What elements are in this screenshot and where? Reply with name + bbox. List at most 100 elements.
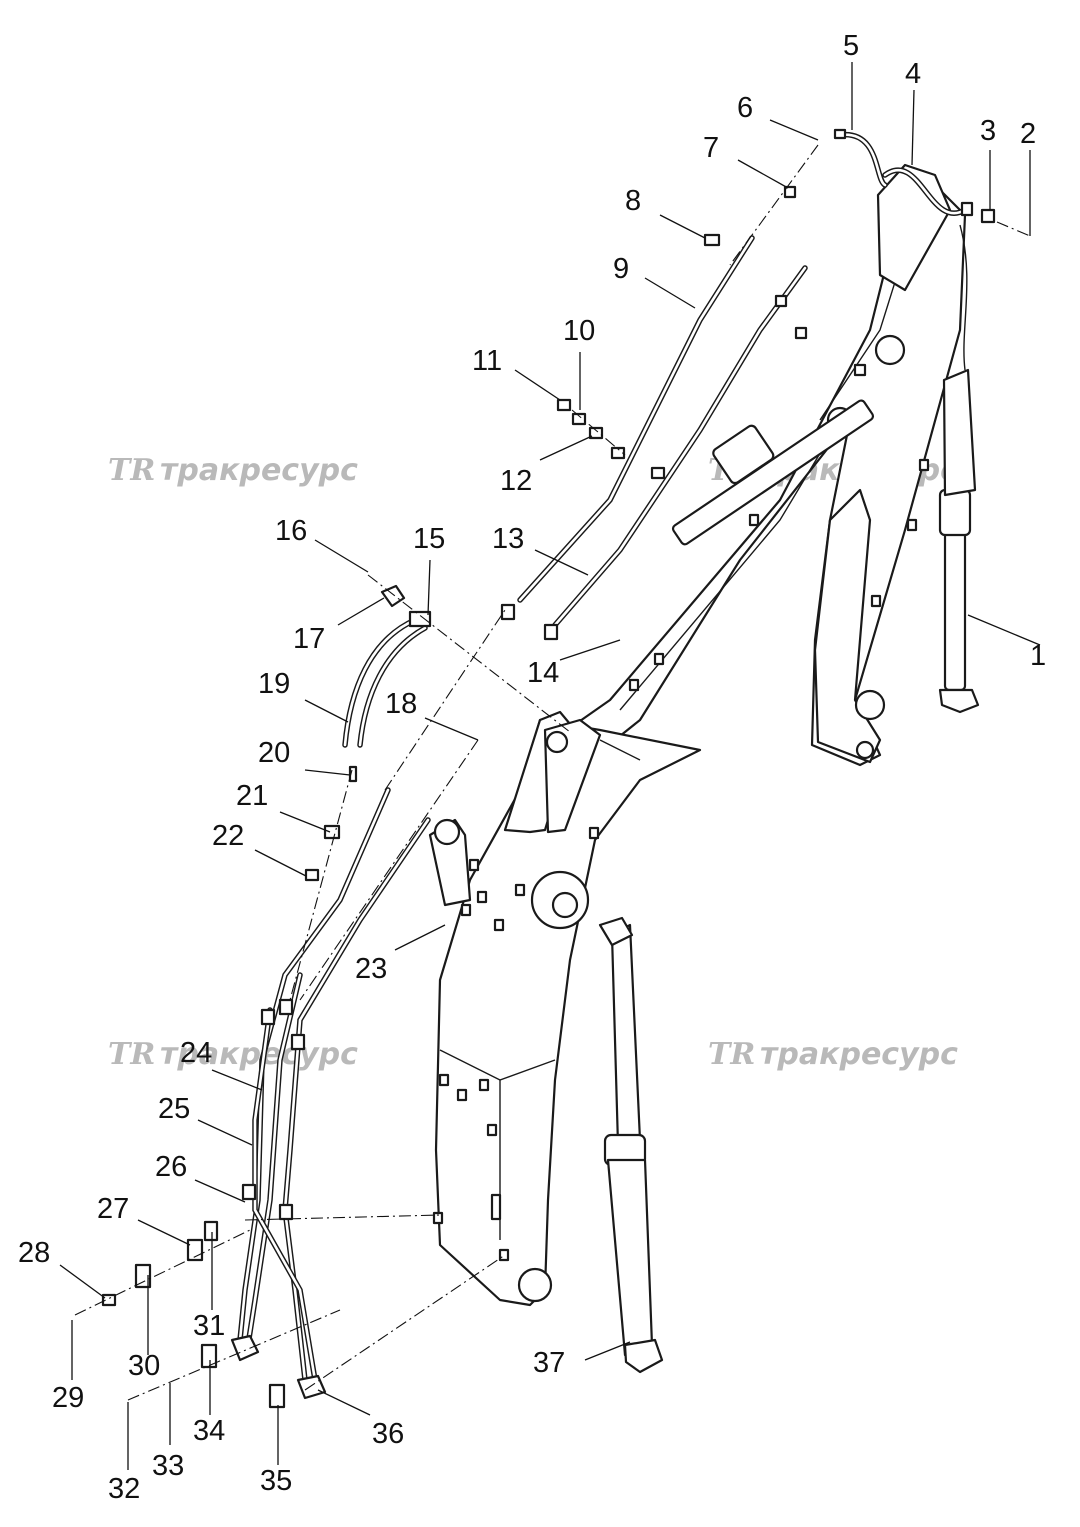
clamp-28 xyxy=(101,1293,117,1307)
clamp xyxy=(432,1211,444,1225)
pipe-clamp xyxy=(260,1008,276,1026)
callout-25: 25 xyxy=(158,1093,190,1125)
pipe-clamp xyxy=(500,603,516,621)
boom-cylinder-barrel xyxy=(606,1158,654,1357)
arm-cylinder-head xyxy=(712,424,775,485)
watermark-logo: TR xyxy=(108,1037,155,1072)
callout-37: 37 xyxy=(533,1347,565,1379)
block-17 xyxy=(380,584,406,608)
arm-assembly xyxy=(558,163,980,767)
callout-labels: 1 2 3 4 5 6 7 8 9 10 11 12 13 14 15 16 1… xyxy=(18,30,1046,1505)
clamp-7 xyxy=(783,185,797,199)
callout-11: 11 xyxy=(472,345,502,377)
callout-4: 4 xyxy=(905,58,921,90)
tube xyxy=(959,224,968,371)
hydraulic-lines xyxy=(101,128,996,1409)
hose-19-b xyxy=(357,625,428,748)
callout-9: 9 xyxy=(613,253,629,285)
pipe-26 xyxy=(282,817,431,1383)
pipe-fitting xyxy=(230,1334,260,1362)
callout-23: 23 xyxy=(355,953,387,985)
cylinder-rod-eye xyxy=(938,688,980,714)
callout-20: 20 xyxy=(258,737,290,769)
boom-cylinder-bottom xyxy=(623,1338,664,1374)
clamp-plate xyxy=(490,1193,502,1221)
plate-34 xyxy=(200,1343,218,1369)
watermark-text: тракресурс xyxy=(760,1037,958,1072)
boom-top-pin xyxy=(545,730,569,754)
arm-pin-hole xyxy=(855,740,875,760)
clamp xyxy=(486,1123,498,1137)
flange-15 xyxy=(408,610,432,628)
clamp xyxy=(588,826,600,840)
clamp xyxy=(653,652,665,666)
leader-lines xyxy=(59,62,1041,1470)
clamp xyxy=(476,890,488,904)
callout-8: 8 xyxy=(625,185,641,217)
clamp xyxy=(468,858,480,872)
pipe-clamp xyxy=(610,446,626,460)
pipe-fitting xyxy=(296,1374,327,1400)
plate-12 xyxy=(588,426,604,440)
clamp xyxy=(514,883,526,897)
clamp-8 xyxy=(703,233,721,247)
clamp xyxy=(438,1073,450,1087)
pipe-clamp xyxy=(543,623,559,641)
pipe-clamp xyxy=(241,1183,257,1201)
plate-10 xyxy=(571,412,587,426)
boom-cylinder-head-eye xyxy=(598,916,634,947)
hose-19-a xyxy=(342,617,418,748)
clamp xyxy=(870,594,882,608)
cylinder-rod xyxy=(943,523,967,692)
fitting xyxy=(833,128,847,140)
callout-32: 32 xyxy=(108,1473,140,1505)
boom-foot-pin xyxy=(517,1267,553,1303)
spacer-31 xyxy=(203,1220,219,1242)
clamp-3 xyxy=(980,208,996,224)
clamp xyxy=(460,903,472,917)
callout-15: 15 xyxy=(413,523,445,555)
callout-13: 13 xyxy=(492,523,524,555)
pipe-clamp xyxy=(853,363,867,377)
pipe-clamp xyxy=(290,1033,306,1051)
boom-panel-line xyxy=(599,739,641,761)
watermark-text: тракресурс xyxy=(160,453,358,488)
callout-34: 34 xyxy=(193,1415,225,1447)
arm-tail xyxy=(813,488,882,764)
plate-30 xyxy=(134,1263,152,1289)
callout-26: 26 xyxy=(155,1151,187,1183)
pipe-clamp xyxy=(650,466,666,480)
plate-35 xyxy=(268,1383,286,1409)
watermark-bottom-left: TR тракресурс xyxy=(108,1037,358,1072)
callout-36: 36 xyxy=(372,1418,404,1450)
bolt-20 xyxy=(348,765,358,783)
boom-assembly xyxy=(428,710,702,1374)
callout-28: 28 xyxy=(18,1237,50,1269)
callout-12: 12 xyxy=(500,465,532,497)
callout-35: 35 xyxy=(260,1465,292,1497)
pipe-clamp xyxy=(278,1203,294,1221)
callout-31: 31 xyxy=(193,1310,225,1342)
callout-17: 17 xyxy=(293,623,325,655)
boom-cylinder-pin xyxy=(551,891,579,919)
callout-19: 19 xyxy=(258,668,290,700)
callout-14: 14 xyxy=(527,657,559,689)
callout-24: 24 xyxy=(180,1037,212,1069)
callout-7: 7 xyxy=(703,132,719,164)
boom-cylinder-rod xyxy=(610,923,642,1147)
clamp-11 xyxy=(556,398,572,412)
callout-5: 5 xyxy=(843,30,859,62)
clamp-22 xyxy=(304,868,320,882)
callout-18: 18 xyxy=(385,688,417,720)
callout-29: 29 xyxy=(52,1382,84,1414)
clamp xyxy=(493,918,505,932)
clamp xyxy=(478,1078,490,1092)
clamp xyxy=(498,1248,510,1262)
clamp xyxy=(628,678,640,692)
arm-pin-hole xyxy=(854,689,886,721)
watermark-logo: TR xyxy=(108,453,155,488)
linkage-pin xyxy=(874,334,906,366)
watermark-bottom-right: TR тракресурс xyxy=(708,1037,958,1072)
cylinder-barrel xyxy=(942,368,977,497)
